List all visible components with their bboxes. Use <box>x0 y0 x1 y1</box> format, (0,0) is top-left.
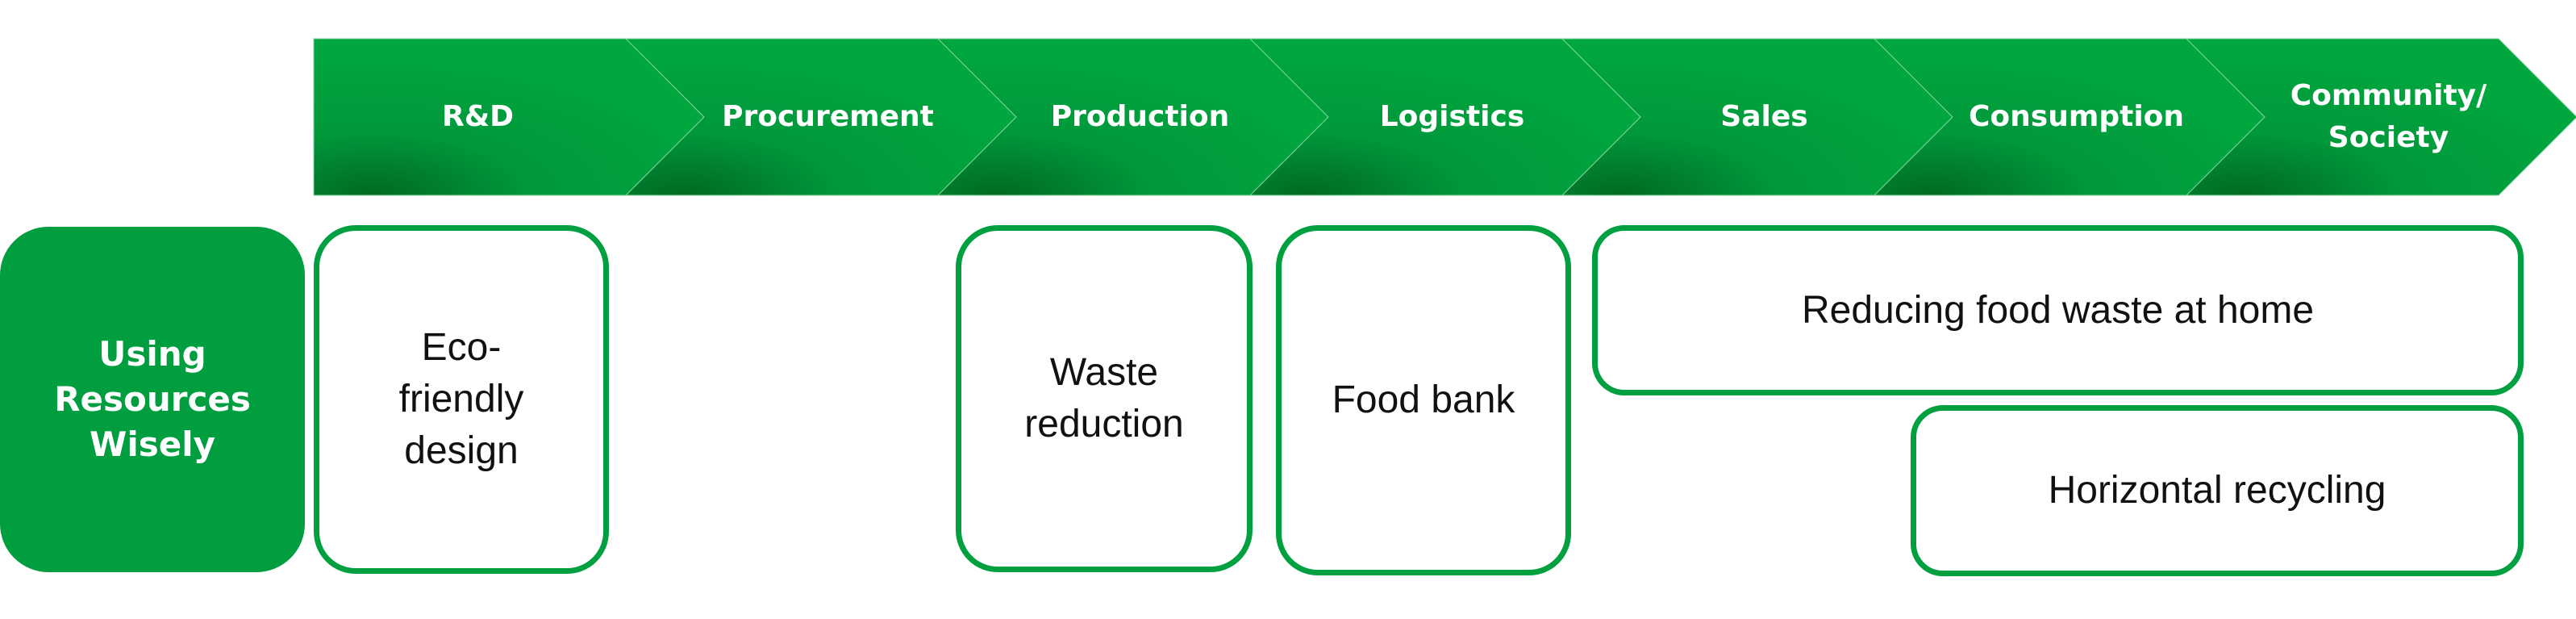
initiative-label: Horizontal recycling <box>2048 469 2386 512</box>
stage-label: Sales <box>1720 100 1808 133</box>
initiative-eco-friendly-design: Eco- friendly design <box>314 225 609 574</box>
initiative-label: Eco- friendly design <box>398 326 524 472</box>
initiative-label: Reducing food waste at home <box>1801 288 2315 332</box>
initiative-reducing-food-waste-at-home: Reducing food waste at home <box>1592 225 2524 395</box>
stage-label: Production <box>1050 100 1230 133</box>
category-label: Using Resources Wisely <box>54 334 251 464</box>
initiative-food-bank: Food bank <box>1276 225 1571 575</box>
stage-label: Community/ Society <box>2290 79 2487 154</box>
initiative-label: Waste reduction <box>1024 351 1184 445</box>
stage-label: Consumption <box>1968 100 2185 133</box>
initiative-horizontal-recycling: Horizontal recycling <box>1911 405 2524 576</box>
initiative-waste-reduction: Waste reduction <box>956 225 1253 572</box>
initiative-label: Food bank <box>1332 379 1515 421</box>
stage-chevron <box>2185 38 2576 196</box>
stage-label: Procurement <box>722 100 934 133</box>
stage-label: R&D <box>442 100 514 133</box>
stage-label: Logistics <box>1379 100 1525 133</box>
category-using-resources-wisely: Using Resources Wisely <box>0 227 305 572</box>
